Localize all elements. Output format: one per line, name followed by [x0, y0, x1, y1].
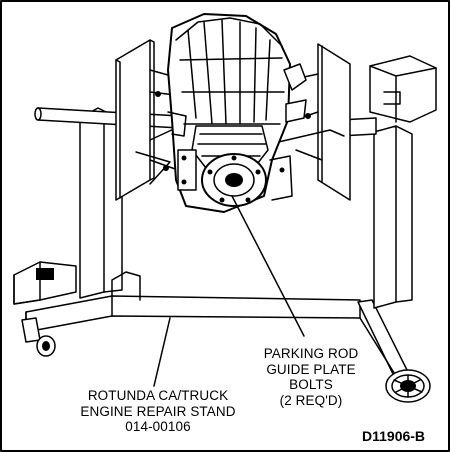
stand-line-2: ENGINE REPAIR STAND	[80, 403, 236, 419]
stand-base	[13, 261, 361, 334]
parking-rod-line-4: (2 REQ'D)	[279, 392, 343, 408]
stand-label: ROTUNDA CA/TRUCK ENGINE REPAIR STAND 014…	[70, 388, 246, 435]
right-mounting-plate	[269, 43, 351, 201]
leader-lines	[153, 195, 305, 387]
left-caster-wheel	[21, 317, 56, 357]
parking-rod-line-3: BOLTS	[289, 377, 333, 392]
stand-line-1: ROTUNDA CA/TRUCK	[87, 388, 229, 403]
figure-code: D11906-B	[362, 428, 426, 444]
parking-rod-label: PARKING ROD GUIDE PLATE BOLTS (2 REQ'D)	[252, 346, 370, 408]
transmission-case	[167, 13, 307, 213]
stand-leader	[153, 317, 171, 387]
right-leg-caster	[357, 299, 431, 403]
parking-rod-line-1: PARKING ROD	[263, 346, 359, 361]
parking-rod-line-2: GUIDE PLATE	[266, 361, 356, 377]
right-upright	[339, 55, 437, 309]
parking-rod-leader	[231, 195, 305, 337]
left-mounting-plate	[115, 39, 187, 201]
stand-line-3: 014-00106	[125, 419, 191, 434]
